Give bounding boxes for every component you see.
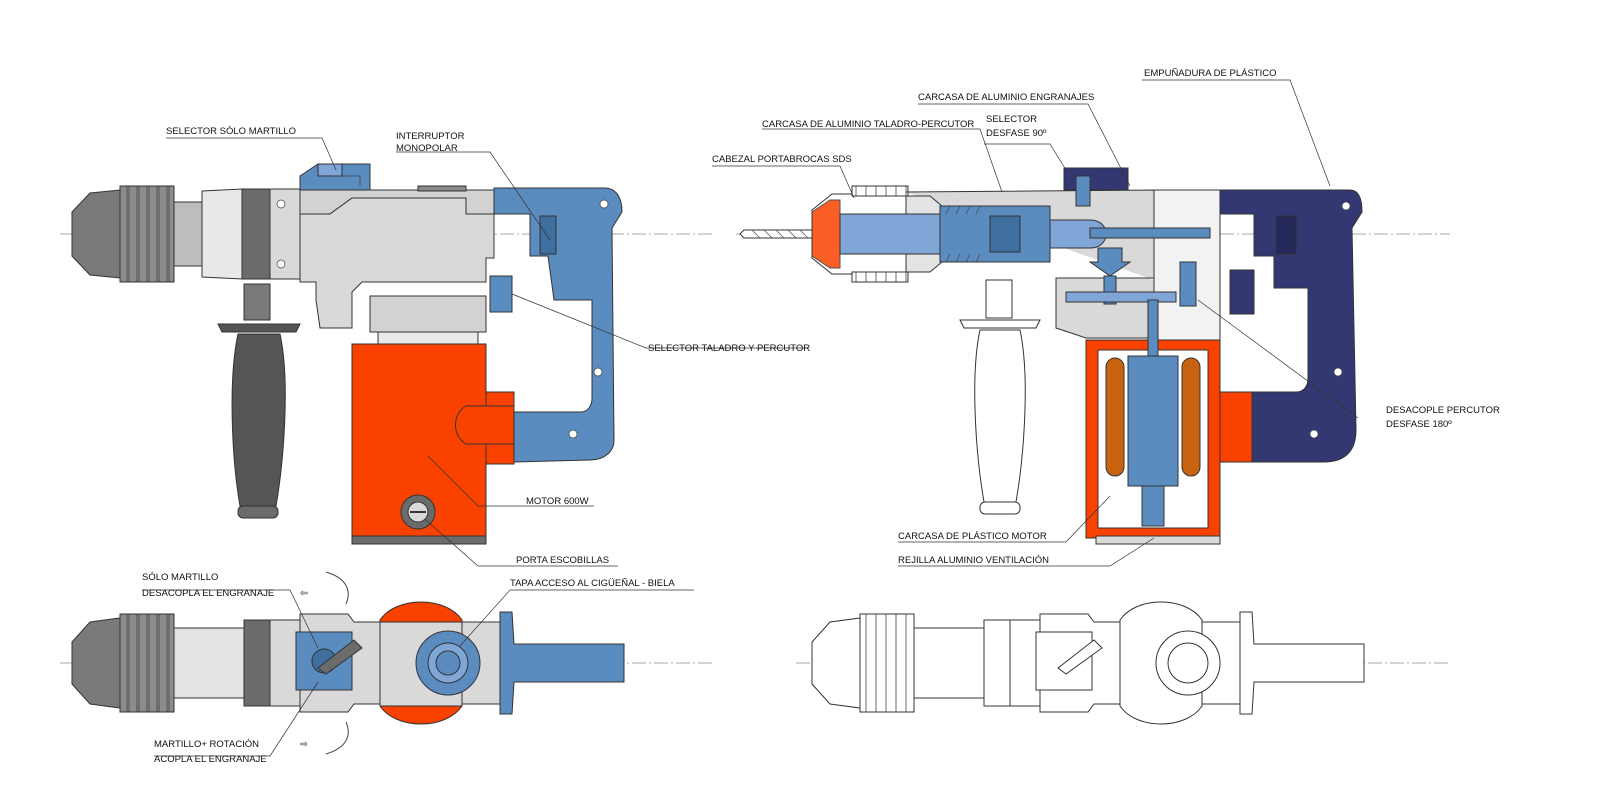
- label-interruptor: INTERRUPTOR: [396, 131, 465, 142]
- label-desacopla: DESACOPLA EL ENGRANAJE: [142, 588, 274, 599]
- label-carcasa-taladro: CARCASA DE ALUMINIO TALADRO-PERCUTOR: [762, 119, 974, 130]
- top-view-colored: ⇦ ⇨: [71, 571, 625, 755]
- label-desacople: DESACOPLE PERCUTOR: [1386, 405, 1500, 416]
- label-porta-escobillas: PORTA ESCOBILLAS: [516, 555, 609, 566]
- blue-rear-handle: [489, 187, 623, 463]
- selector-90: [1063, 167, 1129, 207]
- side-handle: [217, 283, 301, 519]
- label-monopolar: MONOPOLAR: [396, 143, 458, 154]
- label-rejilla: REJILLA ALUMINIO VENTILACIÓN: [898, 555, 1049, 566]
- hammer-mechanism: [839, 205, 1211, 307]
- top-view-outline: [811, 601, 1365, 725]
- label-carcasa-engranajes: CARCASA DE ALUMINIO ENGRANAJES: [918, 92, 1094, 103]
- label-desfase-90: DESFASE 90º: [986, 128, 1047, 139]
- leader-lines: [142, 79, 1359, 757]
- hammer-only-selector: [299, 163, 371, 191]
- label-tapa-acceso: TAPA ACCESO AL CIGÜEÑAL - BIELA: [510, 578, 675, 589]
- side-view-exterior: [71, 163, 623, 545]
- sds-drill-bit: [739, 229, 821, 239]
- side-view-section: [739, 167, 1363, 545]
- motor-section: [1085, 299, 1253, 545]
- label-cabezal: CABEZAL PORTABROCAS SDS: [712, 154, 852, 165]
- svg-text:⇨: ⇨: [300, 739, 308, 750]
- label-solo-martillo: SÓLO MARTILLO: [142, 572, 218, 583]
- label-selector-90: SELECTOR: [986, 114, 1037, 125]
- crankshaft-access-cover: [415, 630, 481, 696]
- sds-chuck: [71, 185, 203, 283]
- svg-text:⇦: ⇦: [300, 588, 308, 599]
- labels: SELECTOR SÓLO MARTILLO INTERRUPTOR MONOP…: [142, 68, 1500, 765]
- plastic-grip-handle: [1219, 189, 1363, 463]
- label-selector-taladro: SELECTOR TALADRO Y PERCUTOR: [648, 343, 810, 354]
- gear-coupling-selector: [295, 631, 363, 691]
- label-empunadura: EMPUÑADURA DE PLÁSTICO: [1144, 68, 1277, 79]
- label-acopla: ACOPLA EL ENGRANAJE: [154, 754, 267, 765]
- motor-housing: [351, 343, 515, 545]
- label-carcasa-plastico: CARCASA DE PLÁSTICO MOTOR: [898, 531, 1047, 542]
- label-martillo-rotacion: MARTILLO+ ROTACIÓN: [154, 739, 259, 750]
- label-selector-solo-martillo: SELECTOR SÓLO MARTILLO: [166, 126, 296, 137]
- label-motor: MOTOR 600W: [526, 496, 589, 507]
- label-desfase-180: DESFASE 180º: [1386, 419, 1452, 430]
- side-handle-outline: [959, 279, 1041, 515]
